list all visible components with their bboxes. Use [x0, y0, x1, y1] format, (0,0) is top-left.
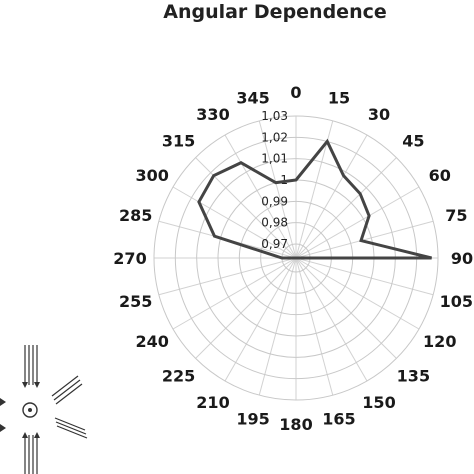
angle-label: 180	[279, 415, 312, 434]
angle-label: 240	[136, 332, 169, 351]
radial-tick-label: 1	[280, 173, 288, 187]
radial-tick-label: 0,97	[261, 237, 288, 251]
angle-label: 135	[397, 366, 430, 385]
grid-ring	[153, 115, 439, 401]
angle-label: 285	[119, 206, 152, 225]
angle-label: 225	[162, 366, 195, 385]
radial-tick-label: 1,02	[261, 130, 288, 144]
radial-tick-label: 0,98	[261, 216, 288, 230]
grid-spoke	[172, 257, 297, 330]
chart-title: Angular Dependence	[163, 1, 387, 23]
series-line	[197, 138, 432, 260]
angle-label: 300	[136, 166, 169, 185]
radial-tick-label: 0,99	[261, 194, 288, 208]
radial-tick-label: 1,01	[261, 152, 288, 166]
grid-spoke	[295, 186, 420, 259]
grid-spoke	[295, 257, 420, 330]
angle-label: 75	[445, 206, 467, 225]
grid-spoke	[158, 257, 297, 296]
angle-label: 45	[402, 132, 424, 151]
angle-label: 120	[423, 332, 456, 351]
angle-label: 315	[162, 132, 195, 151]
angle-label: 195	[236, 409, 269, 428]
grid-spoke	[224, 257, 297, 382]
detector-irradiation-geometry-icon	[0, 345, 88, 474]
angle-label: 60	[429, 166, 451, 185]
grid-spoke	[258, 120, 297, 259]
angle-label: 105	[440, 292, 473, 311]
angle-label: 165	[322, 409, 355, 428]
radial-tick-label: 1,03	[261, 109, 288, 123]
radar-series	[197, 138, 432, 260]
angle-label: 0	[290, 83, 301, 102]
angle-label: 30	[368, 105, 390, 124]
grid-spoke	[295, 134, 368, 259]
angle-label: 15	[328, 89, 350, 108]
grid-spoke	[295, 257, 368, 382]
angle-label: 255	[119, 292, 152, 311]
grid-spoke	[295, 157, 397, 259]
angle-label: 210	[196, 393, 229, 412]
angle-label: 270	[113, 249, 146, 268]
grid-spoke	[195, 157, 297, 259]
radial-tick-labels: 0,97 0,98 0,99 1 1,01 1,02 1,03	[261, 109, 288, 251]
grid-spoke	[172, 186, 297, 259]
grid-spoke	[295, 220, 434, 259]
angle-label: 150	[362, 393, 395, 412]
grid-spoke	[195, 257, 297, 359]
grid-spoke	[258, 257, 297, 396]
grid-spoke	[295, 257, 434, 296]
angle-label: 330	[196, 105, 229, 124]
grid-spoke	[295, 257, 334, 396]
grid-spoke	[295, 257, 397, 359]
angle-label: 90	[451, 249, 473, 268]
angle-label: 345	[236, 89, 269, 108]
grid-spoke	[224, 134, 297, 259]
